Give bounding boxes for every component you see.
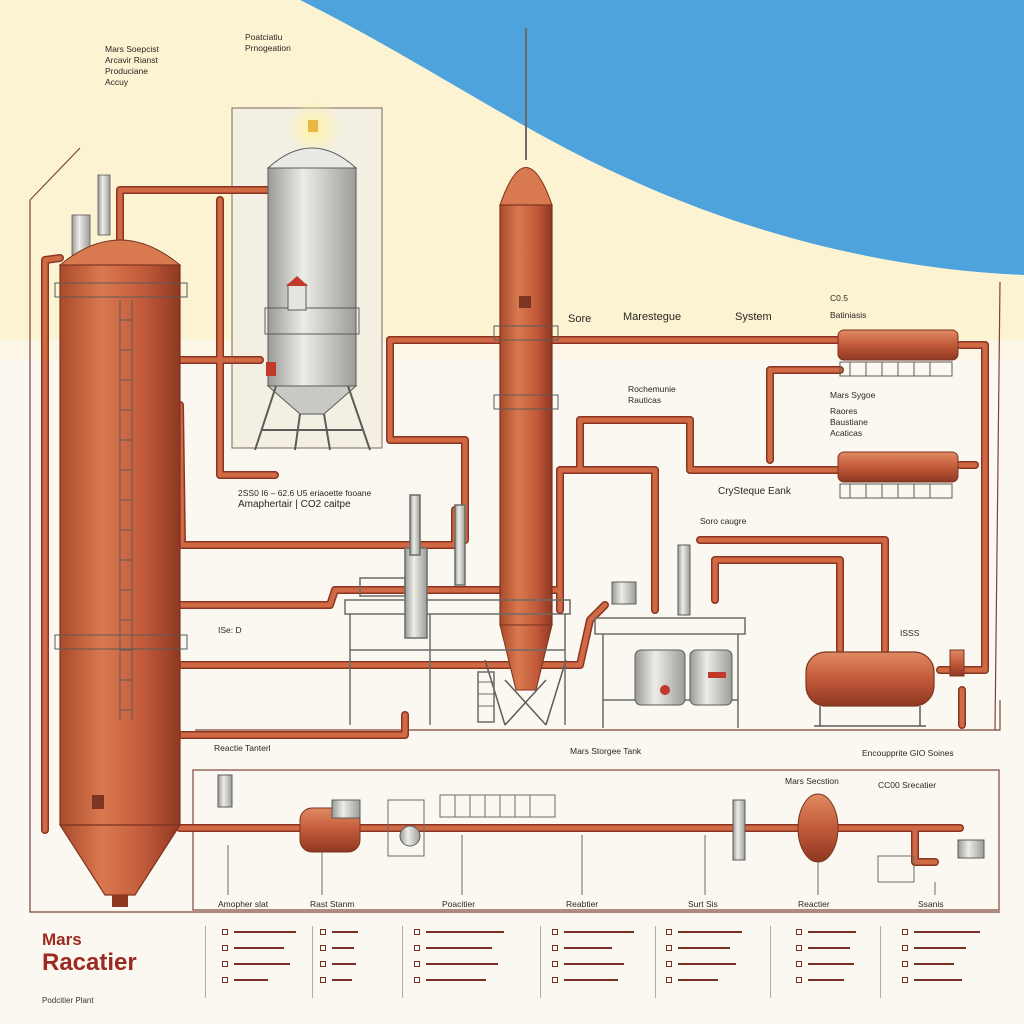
brand-line-3: Podcitier Plant	[42, 996, 94, 1005]
brand-line-1: Mars	[42, 930, 82, 949]
label-c05: C0.5 Batiniasis	[830, 293, 866, 321]
pipe-network	[41, 186, 989, 866]
label-top-center: Poatciatiu Prnogeation	[245, 32, 291, 54]
label-mars-sygoe-2: Raores	[830, 406, 858, 416]
label-sore-caugre: Soro caugre	[700, 516, 747, 526]
legend-divider	[540, 926, 541, 998]
label-small-right: ISSS	[900, 628, 920, 638]
label-top-left-3: Produciane	[105, 66, 149, 76]
legend-divider	[880, 926, 881, 998]
legend-divider	[312, 926, 313, 998]
label-reactie-tanterl: Reactie Tanterl	[214, 743, 271, 753]
label-top-left: Mars Soepcist Arcavir Rianst Produciane …	[105, 44, 159, 88]
legend-col-2	[320, 926, 420, 990]
reactor-tower-left	[54, 174, 188, 907]
legend-col-4	[552, 926, 652, 990]
legend-divider	[770, 926, 771, 998]
bottom-label-2: Rast Stanm	[310, 899, 355, 909]
label-mars-sygoe-3: Baustiane	[830, 417, 868, 427]
bottom-label-7: Ssanis	[918, 899, 944, 909]
label-top-center-2: Prnogeation	[245, 43, 291, 53]
frame-lines	[29, 147, 1001, 913]
label-mid-left-1: 2SS0 I6 – 62.6 U5 eriaoette fooane	[238, 488, 372, 498]
legend-col-3	[414, 926, 514, 990]
distillation-column	[484, 28, 567, 726]
label-mid-left-2: Amaphertair | CO2 caitpe	[238, 499, 351, 510]
label-mars-sygoe: Mars Sygoe Raores Baustiane Acaticas	[830, 390, 875, 439]
label-cc00-srecatier: CC00 Srecatier	[878, 780, 937, 790]
bottom-process-line	[217, 774, 985, 895]
process-platform	[344, 494, 571, 725]
label-top-left-4: Accuy	[105, 77, 129, 87]
label-mars-secstion: Mars Secstion	[785, 776, 839, 786]
legend-divider	[205, 926, 206, 998]
label-small-left: ISe: D	[218, 625, 242, 635]
legend-col-5	[666, 926, 766, 990]
bottom-label-5: Surt Sis	[688, 899, 718, 909]
label-mars-sygoe-1: Mars Sygoe	[830, 390, 876, 400]
label-crystague: CrySteque Eank	[718, 486, 791, 497]
storage-silo	[254, 120, 371, 451]
bottom-label-1: Amopher slat	[218, 899, 269, 909]
label-top-center-1: Poatciatiu	[245, 32, 283, 42]
bottom-label-6: Reactier	[798, 899, 830, 909]
label-top-left-1: Mars Soepcist	[105, 44, 159, 54]
legend-col-6	[796, 926, 896, 990]
brand-line-2: Racatier	[42, 949, 137, 976]
label-encoupprite: Encoupprite GIO Soines	[862, 748, 954, 758]
heat-exchanger-lower	[837, 451, 959, 499]
legend-col-7	[902, 926, 1002, 990]
label-mars-sygoe-4: Acaticas	[830, 428, 863, 438]
label-rochemunie-1: Rochemunie	[628, 384, 676, 394]
label-c05-2: Batiniasis	[830, 310, 867, 320]
label-top-left-2: Arcavir Rianst	[105, 55, 158, 65]
label-rochemunie-2: Rauticas	[628, 395, 662, 405]
heat-exchanger-upper	[837, 329, 959, 377]
horizontal-storage-tank	[805, 649, 965, 727]
label-marestegue: Marestegue	[623, 311, 682, 323]
legend-divider	[402, 926, 403, 998]
label-sore: Sore	[568, 313, 592, 325]
label-rochemunie: Rochemunie Rauticas	[628, 384, 676, 406]
bottom-label-3: Poacitier	[442, 899, 476, 909]
storage-platform	[594, 544, 746, 728]
brand-block: Mars Racatier Podcitier Plant	[42, 930, 137, 1005]
legend-col-1	[222, 926, 322, 990]
label-c05-1: C0.5	[830, 293, 848, 303]
label-mid-left: 2SS0 I6 – 62.6 U5 eriaoette fooane Amaph…	[238, 488, 371, 510]
label-mars-storage: Mars Storgee Tank	[570, 746, 642, 756]
legend-divider	[655, 926, 656, 998]
bottom-label-4: Reabtier	[566, 899, 599, 909]
label-system: System	[735, 311, 772, 323]
